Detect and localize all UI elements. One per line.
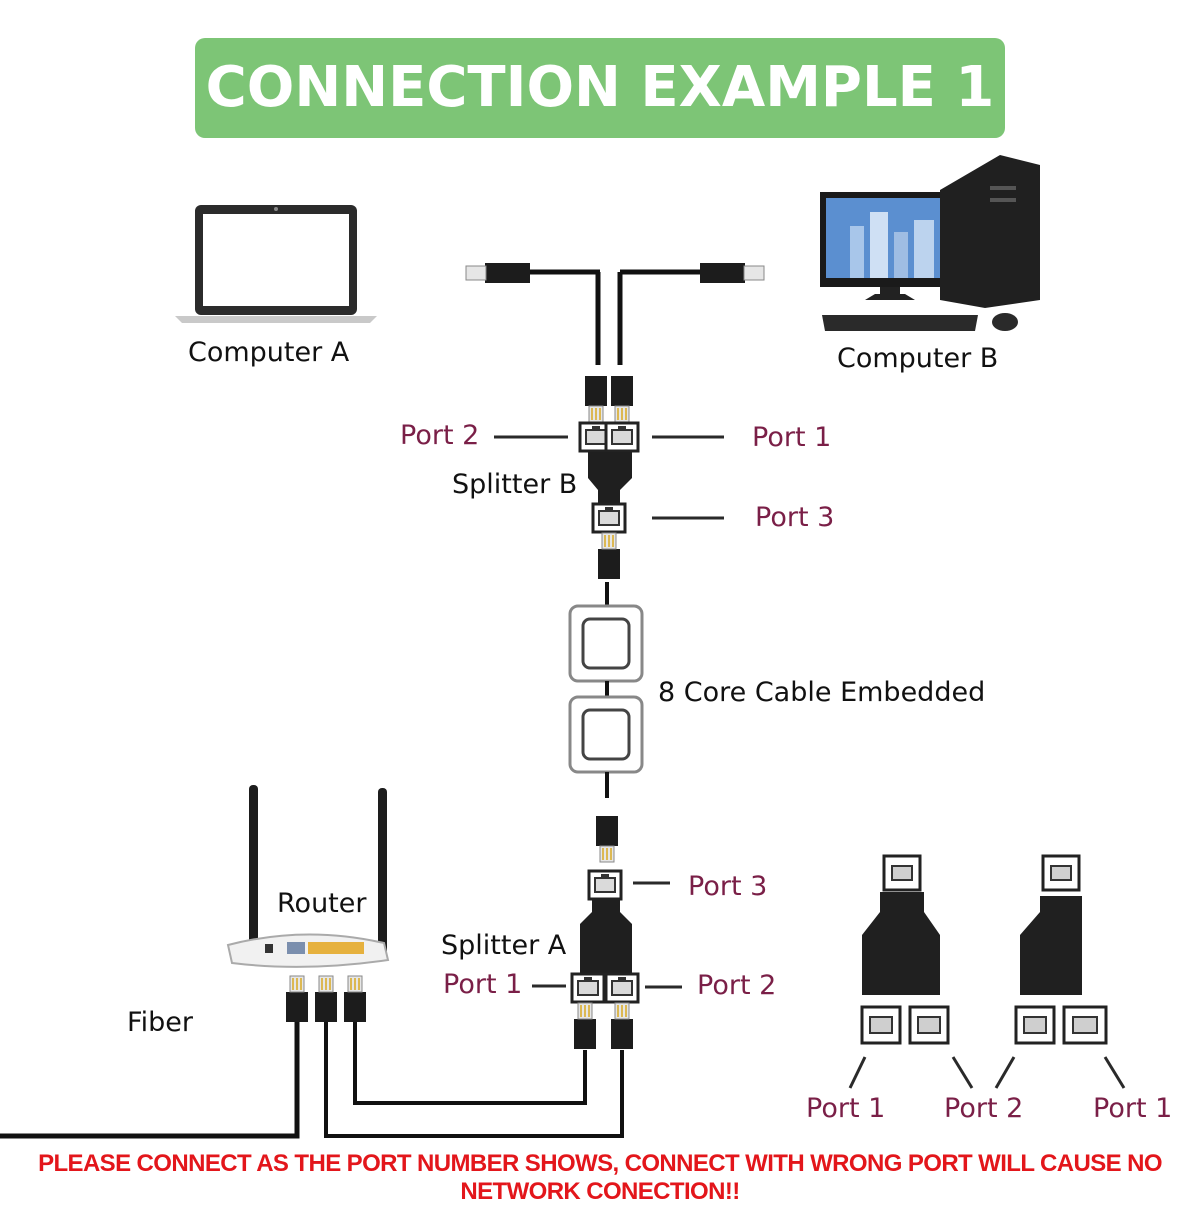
title-banner: CONNECTION EXAMPLE 1 <box>195 38 1005 138</box>
plug-icon <box>584 375 608 423</box>
computer-b-label: Computer B <box>837 343 999 374</box>
splitter-b-adapter <box>578 421 640 534</box>
router-cables <box>0 975 624 1139</box>
splitter-b-port-1-label: Port 1 <box>752 422 832 453</box>
warning-text: PLEASE CONNECT AS THE PORT NUMBER SHOWS,… <box>38 1150 1162 1205</box>
fiber-label: Fiber <box>127 1007 193 1038</box>
plug-icon <box>610 375 634 423</box>
router-label: Router <box>277 888 367 919</box>
computer-a-label: Computer A <box>188 337 350 368</box>
splitter-b-port-2-label: Port 2 <box>400 420 480 451</box>
cable-frame-icon <box>568 604 644 683</box>
legend-splitter-icon <box>860 854 950 1045</box>
splitter-a-label: Splitter A <box>441 930 567 961</box>
plug-icon <box>595 815 619 863</box>
laptop-icon <box>175 205 377 323</box>
cable-note-label: 8 Core Cable Embedded <box>658 677 986 708</box>
splitter-a-port-3-label: Port 3 <box>688 871 768 902</box>
splitter-a-port-1-label: Port 1 <box>443 969 523 1000</box>
plug-icon <box>610 1002 634 1050</box>
legend-port-2-label: Port 2 <box>944 1093 1024 1124</box>
page-title: CONNECTION EXAMPLE 1 <box>205 55 995 120</box>
cable-frame-icon <box>568 695 644 774</box>
splitter-b-label: Splitter B <box>452 469 578 500</box>
label-leader-lines <box>494 435 1126 1089</box>
splitter-b-port-3-label: Port 3 <box>755 502 835 533</box>
desktop-pc-icon <box>820 155 1040 331</box>
plug-icon <box>573 1002 597 1050</box>
legend-port-1b-label: Port 1 <box>1093 1093 1173 1124</box>
router-icon <box>226 785 390 968</box>
legend-port-1-label: Port 1 <box>806 1093 886 1124</box>
top-network-cable <box>465 263 765 365</box>
legend-splitter-icon <box>1014 854 1108 1045</box>
splitter-a-adapter <box>570 869 640 1004</box>
splitter-a-port-2-label: Port 2 <box>697 970 777 1001</box>
plug-icon <box>597 532 621 580</box>
